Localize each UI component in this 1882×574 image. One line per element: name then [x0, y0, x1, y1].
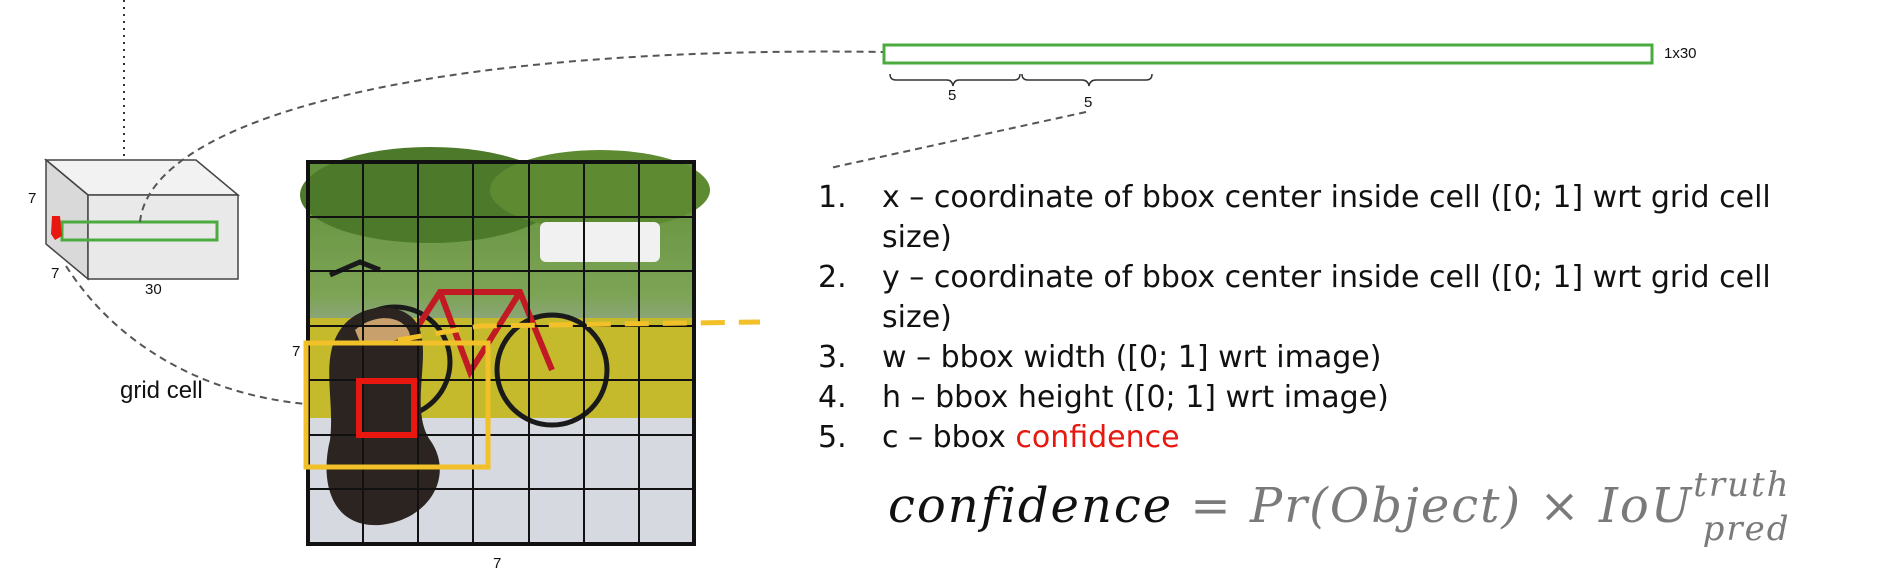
output-tensor-box	[43, 158, 241, 281]
image-bottom-label: 7	[493, 555, 501, 572]
image-side-label: 7	[292, 343, 300, 360]
list-item-c: 5. c – bbox confidence	[818, 418, 1818, 458]
responsible-grid-cell	[356, 378, 417, 438]
confidence-formula: confidence = Pr(Object) × IoUtruthpred	[888, 465, 1878, 549]
list-item-w: 3. w – bbox width ([0; 1] wrt image)	[818, 338, 1818, 378]
list-text: h – bbox height ([0; 1] wrt image)	[882, 380, 1389, 415]
predicted-bbox	[303, 340, 491, 470]
bracket-second-label: 5	[1084, 94, 1092, 111]
list-text: w – bbox width ([0; 1] wrt image)	[882, 340, 1382, 375]
list-text: c – bbox confidence	[882, 418, 1818, 458]
tensor-vector-highlight	[60, 220, 219, 242]
bbox-attribute-list: 1. x – coordinate of bbox center inside …	[818, 178, 1818, 458]
list-item-y: 2. y – coordinate of bbox center inside …	[818, 258, 1818, 338]
list-number: 2.	[818, 260, 847, 295]
list-text-plain: c – bbox	[882, 420, 1016, 455]
tensor-dim-width: 7	[51, 265, 59, 282]
list-text: y – coordinate of bbox center inside cel…	[882, 260, 1771, 335]
output-vector	[882, 43, 1654, 65]
dashed-to-list	[829, 111, 1087, 169]
input-image	[300, 147, 710, 546]
bracket-first-box	[889, 73, 1021, 87]
list-item-x: 1. x – coordinate of bbox center inside …	[818, 178, 1818, 258]
confidence-highlight: confidence	[1015, 420, 1180, 455]
formula-superscript: truth	[1693, 465, 1791, 505]
tensor-dim-depth: 30	[145, 281, 162, 298]
list-text: x – coordinate of bbox center inside cel…	[882, 180, 1771, 255]
list-number: 4.	[818, 380, 847, 415]
grid-cell-label: grid cell	[120, 377, 203, 404]
vector-size-label: 1x30	[1664, 45, 1697, 62]
bracket-first-label: 5	[948, 87, 956, 104]
list-item-h: 4. h – bbox height ([0; 1] wrt image)	[818, 378, 1818, 418]
dashed-curve-to-vector	[139, 50, 885, 223]
formula-lhs: confidence	[888, 478, 1174, 534]
bracket-second-box	[1021, 73, 1153, 87]
yellow-dashed-connector	[397, 319, 761, 343]
list-number: 5.	[818, 420, 847, 455]
list-number: 3.	[818, 340, 847, 375]
formula-subscript: pred	[1702, 509, 1791, 549]
tensor-dim-height: 7	[28, 190, 36, 207]
list-number: 1.	[818, 180, 847, 215]
tensor-cell-marker	[51, 216, 62, 240]
dashed-curve-to-cell	[65, 265, 307, 405]
formula-rhs: = Pr(Object) × IoU	[1190, 478, 1694, 534]
